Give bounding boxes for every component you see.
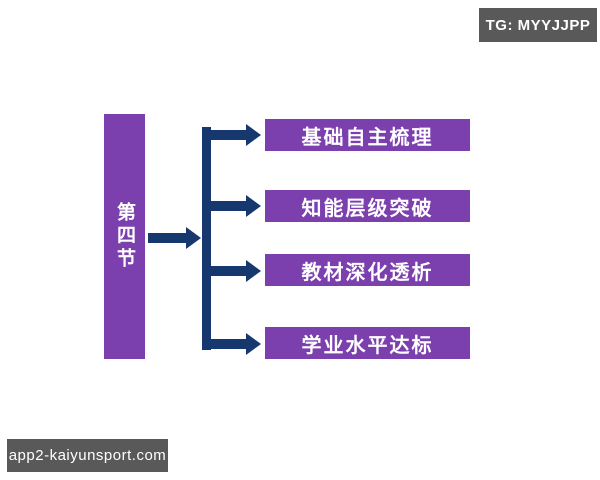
arrow-shaft bbox=[202, 339, 246, 349]
arrow-right-icon bbox=[202, 260, 261, 282]
diagram-branch-node: 教材深化透析 bbox=[265, 254, 470, 286]
diagram-branch-node: 学业水平达标 bbox=[265, 327, 470, 359]
arrow-head-icon bbox=[186, 227, 201, 249]
diagram-root-label: 第四节 bbox=[114, 202, 135, 271]
arrow-head-icon bbox=[246, 124, 261, 146]
arrow-right-icon bbox=[202, 333, 261, 355]
arrow-shaft bbox=[202, 266, 246, 276]
diagram-branch-node: 知能层级突破 bbox=[265, 190, 470, 222]
arrow-head-icon bbox=[246, 333, 261, 355]
arrow-right-icon bbox=[202, 195, 261, 217]
arrow-shaft bbox=[202, 201, 246, 211]
arrow-right-icon bbox=[202, 124, 261, 146]
diagram-branch-node: 基础自主梳理 bbox=[265, 119, 470, 151]
diagram-root-node: 第四节 bbox=[104, 114, 145, 359]
arrow-head-icon bbox=[246, 260, 261, 282]
bracket-vertical-line bbox=[202, 127, 211, 350]
telegram-watermark-badge: TG: MYYJJPP bbox=[479, 8, 597, 42]
arrow-right-icon bbox=[148, 227, 201, 249]
arrow-shaft bbox=[202, 130, 246, 140]
website-watermark-badge: app2-kaiyunsport.com bbox=[7, 439, 168, 472]
arrow-shaft bbox=[148, 233, 186, 243]
arrow-head-icon bbox=[246, 195, 261, 217]
